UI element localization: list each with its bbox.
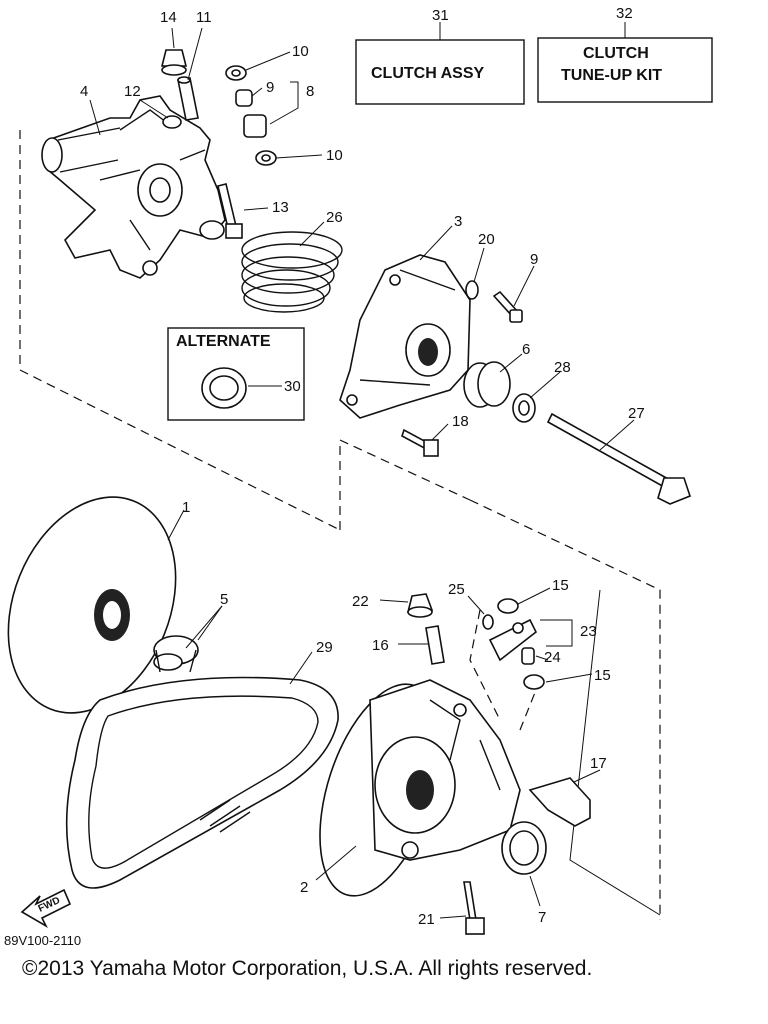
part-9b: 9	[530, 251, 538, 268]
part-20: 20	[478, 231, 495, 248]
part-28: 28	[554, 359, 571, 376]
clutch-assy-number: 31	[432, 7, 449, 24]
alternate-label: ALTERNATE	[176, 333, 271, 350]
small-parts-top	[160, 49, 277, 239]
part-16: 16	[372, 637, 389, 654]
part-9a: 9	[266, 79, 274, 96]
part-23: 23	[580, 623, 597, 640]
part-5: 5	[220, 591, 228, 608]
copyright-notice: ©2013 Yamaha Motor Corporation, U.S.A. A…	[22, 957, 593, 980]
part-14: 14	[160, 9, 177, 26]
alternate-number: 30	[284, 378, 301, 395]
tune-up-kit-number: 32	[616, 5, 633, 22]
drawing-code: 89V100-2110	[4, 933, 81, 948]
part-21: 21	[418, 911, 435, 928]
clutch-exploded-diagram: 31 CLUTCH ASSY 32 CLUTCH TUNE-UP KIT ALT…	[4, 5, 713, 948]
part-27: 27	[628, 405, 645, 422]
part-10a: 10	[292, 43, 309, 60]
part-26: 26	[326, 209, 343, 226]
part-29: 29	[316, 639, 333, 656]
part-numbers: 14 11 4 12 10 9 8 10 13 26 3 20 9 6 28 2…	[80, 9, 645, 928]
spring	[241, 231, 343, 313]
part-12: 12	[124, 83, 141, 100]
fwd-arrow: FWD	[20, 888, 72, 929]
cover-parts	[401, 280, 691, 505]
clutch-assy-box: 31 CLUTCH ASSY	[355, 7, 525, 105]
part-24: 24	[544, 649, 561, 666]
part-4: 4	[80, 83, 88, 100]
part-22: 22	[352, 593, 369, 610]
part-17: 17	[590, 755, 607, 772]
part-15b: 15	[594, 667, 611, 684]
part-18: 18	[452, 413, 469, 430]
part-13: 13	[272, 199, 289, 216]
tune-up-kit-label-line1: CLUTCH	[583, 45, 649, 62]
spider-hub-assembly	[41, 95, 226, 279]
part-11: 11	[196, 9, 212, 26]
movable-sheave-parts	[406, 593, 591, 935]
movable-sheave	[319, 679, 521, 897]
alternate-box: ALTERNATE 30	[167, 327, 305, 421]
bushing-5	[153, 635, 199, 673]
part-25: 25	[448, 581, 465, 598]
part-8: 8	[306, 83, 314, 100]
part-1: 1	[182, 499, 190, 516]
part-7: 7	[538, 909, 546, 926]
clutch-assy-label: CLUTCH ASSY	[371, 65, 485, 82]
tune-up-kit-box: 32 CLUTCH TUNE-UP KIT	[537, 5, 713, 103]
tune-up-kit-label-line2: TUNE-UP KIT	[561, 67, 662, 84]
part-2: 2	[300, 879, 308, 896]
drive-belt	[65, 676, 339, 889]
fixed-sheave	[7, 496, 177, 714]
part-3: 3	[454, 213, 462, 230]
part-15a: 15	[552, 577, 569, 594]
leader-lines	[89, 27, 635, 919]
part-6: 6	[522, 341, 530, 358]
part-10b: 10	[326, 147, 343, 164]
clutch-cover	[339, 254, 471, 419]
